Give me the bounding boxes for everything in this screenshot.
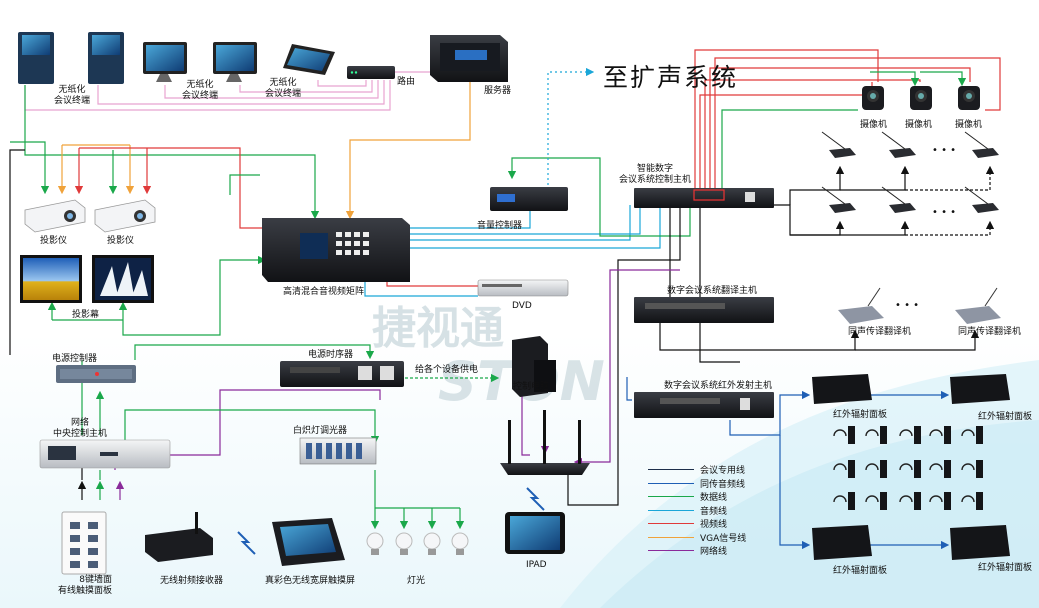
monitor-terminal-icon [143, 42, 335, 82]
label-paperless-terminal-2: 无纸化 会议终端 [181, 80, 219, 101]
projector-icon [24, 199, 156, 233]
label-network-central-controller: 网络 中央控制主机 [52, 418, 108, 439]
label-camera-2: 摄像机 [905, 120, 933, 130]
ir-panel-icon [812, 374, 1010, 560]
label-interpreter-1: 同声传译翻译机 [848, 327, 912, 337]
central-controller-icon [39, 439, 171, 469]
dvd-player-icon [477, 279, 569, 297]
power-controller-icon [56, 365, 136, 383]
label-camera-1: 摄像机 [860, 120, 888, 130]
av-matrix-icon [262, 218, 410, 282]
wifi-router-icon [500, 410, 590, 475]
network-router-icon [347, 66, 395, 79]
translation-host-icon [634, 297, 774, 323]
wireless-receiver-icon [145, 512, 213, 562]
label-server: 服务器 [484, 86, 512, 96]
touch-screen-icon [272, 518, 345, 566]
interpreter-dots: • • • [895, 300, 920, 311]
headphone-icon [833, 429, 975, 503]
label-conference-host: 智能数字 会议系统控制主机 [618, 164, 692, 185]
label-touch-screen: 真彩色无线宽屏触摸屏 [265, 576, 356, 586]
label-matrix: 高清混合音视频矩阵 [283, 287, 365, 297]
paperless-terminal-icon [18, 32, 124, 84]
mic-dots-bottom: • • • [932, 207, 957, 218]
label-interpreter-2: 同声传译翻译机 [958, 327, 1022, 337]
ipad-icon [505, 512, 565, 554]
legend-swatch [648, 536, 694, 538]
legend-swatch [648, 496, 694, 497]
microphone-icon [821, 131, 999, 213]
wall-panel-icon [61, 511, 107, 575]
label-translation-host: 数字会议系统翻译主机 [667, 286, 758, 296]
label-wall-panel: 8键墙面 有线触摸面板 [57, 575, 113, 596]
control-pc-icon [512, 336, 556, 397]
label-ir-panel-3: 红外辐射面板 [833, 566, 888, 576]
legend-label: VGA信号线 [700, 533, 747, 544]
legend-swatch [648, 482, 694, 484]
legend-label: 网络线 [700, 547, 728, 557]
ir-receiver-icon [848, 426, 983, 510]
label-power-controller: 电源控制器 [52, 354, 98, 364]
label-power-supply-note: 给各个设备供电 [415, 365, 479, 375]
legend-swatch [648, 523, 694, 524]
legend-swatch [648, 509, 694, 511]
server-icon [430, 35, 508, 82]
label-router: 路由 [397, 77, 416, 87]
label-paperless-terminal-3: 无纸化 会议终端 [264, 78, 302, 99]
label-camera-3: 摄像机 [955, 120, 983, 130]
dimmer-icon [299, 437, 377, 465]
label-ir-panel-1: 红外辐射面板 [833, 410, 888, 420]
label-ipad: IPAD [526, 560, 547, 570]
legend-label: 同传音频线 [700, 479, 746, 490]
interpreter-unit-icon [838, 287, 1001, 324]
conference-host-icon [634, 188, 774, 208]
label-ir-host: 数字会议系统红外发射主机 [664, 381, 773, 391]
label-dvd: DVD [512, 301, 532, 311]
label-volume-controller: 音量控制器 [477, 221, 523, 231]
ir-host-icon [634, 392, 774, 418]
watermark-text: 捷视通 [372, 303, 504, 354]
legend-label: 会议专用线 [700, 466, 746, 476]
legend-swatch [648, 550, 694, 551]
light-bulb-icon [366, 532, 469, 555]
mic-dots-top: • • • [932, 145, 957, 156]
volume-controller-icon [490, 187, 568, 211]
label-dimmer: 白炽灯调光器 [293, 426, 348, 436]
label-lights: 灯光 [407, 576, 426, 586]
legend-label: 音频线 [700, 506, 728, 517]
power-sequencer-icon [280, 361, 404, 387]
label-projector-1: 投影仪 [40, 236, 68, 246]
label-projection-screen: 投影幕 [72, 310, 100, 320]
legend-label: 数据线 [700, 493, 728, 503]
label-ir-panel-4: 红外辐射面板 [978, 563, 1033, 573]
legend-swatch [648, 469, 694, 470]
camera-icon [862, 86, 980, 110]
projection-screen-icon [20, 255, 154, 303]
label-projector-2: 投影仪 [107, 236, 135, 246]
label-wireless-receiver: 无线射频接收器 [160, 576, 224, 586]
label-control-pc: 控制电脑 [513, 382, 550, 392]
diagram-title: 至扩声系统 [603, 63, 739, 92]
legend-label: 视频线 [700, 520, 728, 530]
label-paperless-terminal-1: 无纸化 会议终端 [53, 85, 91, 106]
label-ir-panel-2: 红外辐射面板 [978, 412, 1033, 422]
label-power-sequencer: 电源时序器 [308, 350, 354, 360]
